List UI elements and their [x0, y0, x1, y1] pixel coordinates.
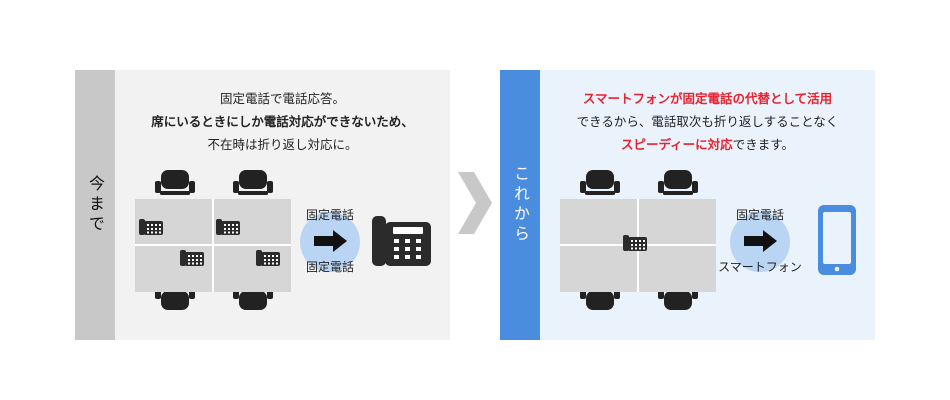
after-label: これから — [500, 70, 540, 340]
before-office-diagram: 固定電話 固定電話 — [135, 170, 431, 310]
desk-phone-icon — [216, 219, 240, 235]
before-panel: 今まで 固定電話で電話応答。 席にいるときにしか電話対応ができないため、 不在時… — [75, 70, 450, 340]
after-office-diagram: 固定電話 スマートフォン — [560, 170, 856, 310]
chair-icon — [155, 170, 195, 195]
desk-phone-icon — [180, 250, 204, 266]
after-caption-line2: できるから、電話取次も折り返しすることなく — [576, 114, 839, 129]
chevron-right-icon — [458, 172, 492, 234]
chair-icon — [580, 170, 620, 195]
before-caption-line1: 固定電話で電話応答。 — [219, 91, 345, 106]
after-caption-line1: スマートフォンが固定電話の代替として活用 — [582, 91, 833, 106]
desk-phone-icon — [139, 219, 163, 235]
before-caption-line2: 席にいるときにしか電話対応ができないため、 — [151, 114, 414, 129]
after-from-label: 固定電話 — [736, 207, 784, 222]
after-panel: これから スマートフォンが固定電話の代替として活用 できるから、電話取次も折り返… — [500, 70, 875, 340]
smartphone-icon — [818, 205, 856, 275]
desk-phone-icon — [372, 216, 431, 266]
before-caption-line3: 不在時は折り返し対応に。 — [207, 137, 358, 152]
after-caption-line3: スピーディーに対応できます。 — [621, 137, 794, 152]
before-from-label: 固定電話 — [306, 207, 354, 222]
arrow-right-icon — [744, 230, 777, 252]
desk-phone-icon — [623, 235, 647, 251]
after-to-label: スマートフォン — [718, 260, 802, 274]
before-label: 今まで — [75, 70, 115, 340]
chair-icon — [233, 170, 273, 195]
chair-icon — [658, 170, 698, 195]
desk-phone-icon — [256, 250, 280, 266]
arrow-right-icon — [314, 230, 347, 252]
before-to-label: 固定電話 — [306, 259, 354, 274]
